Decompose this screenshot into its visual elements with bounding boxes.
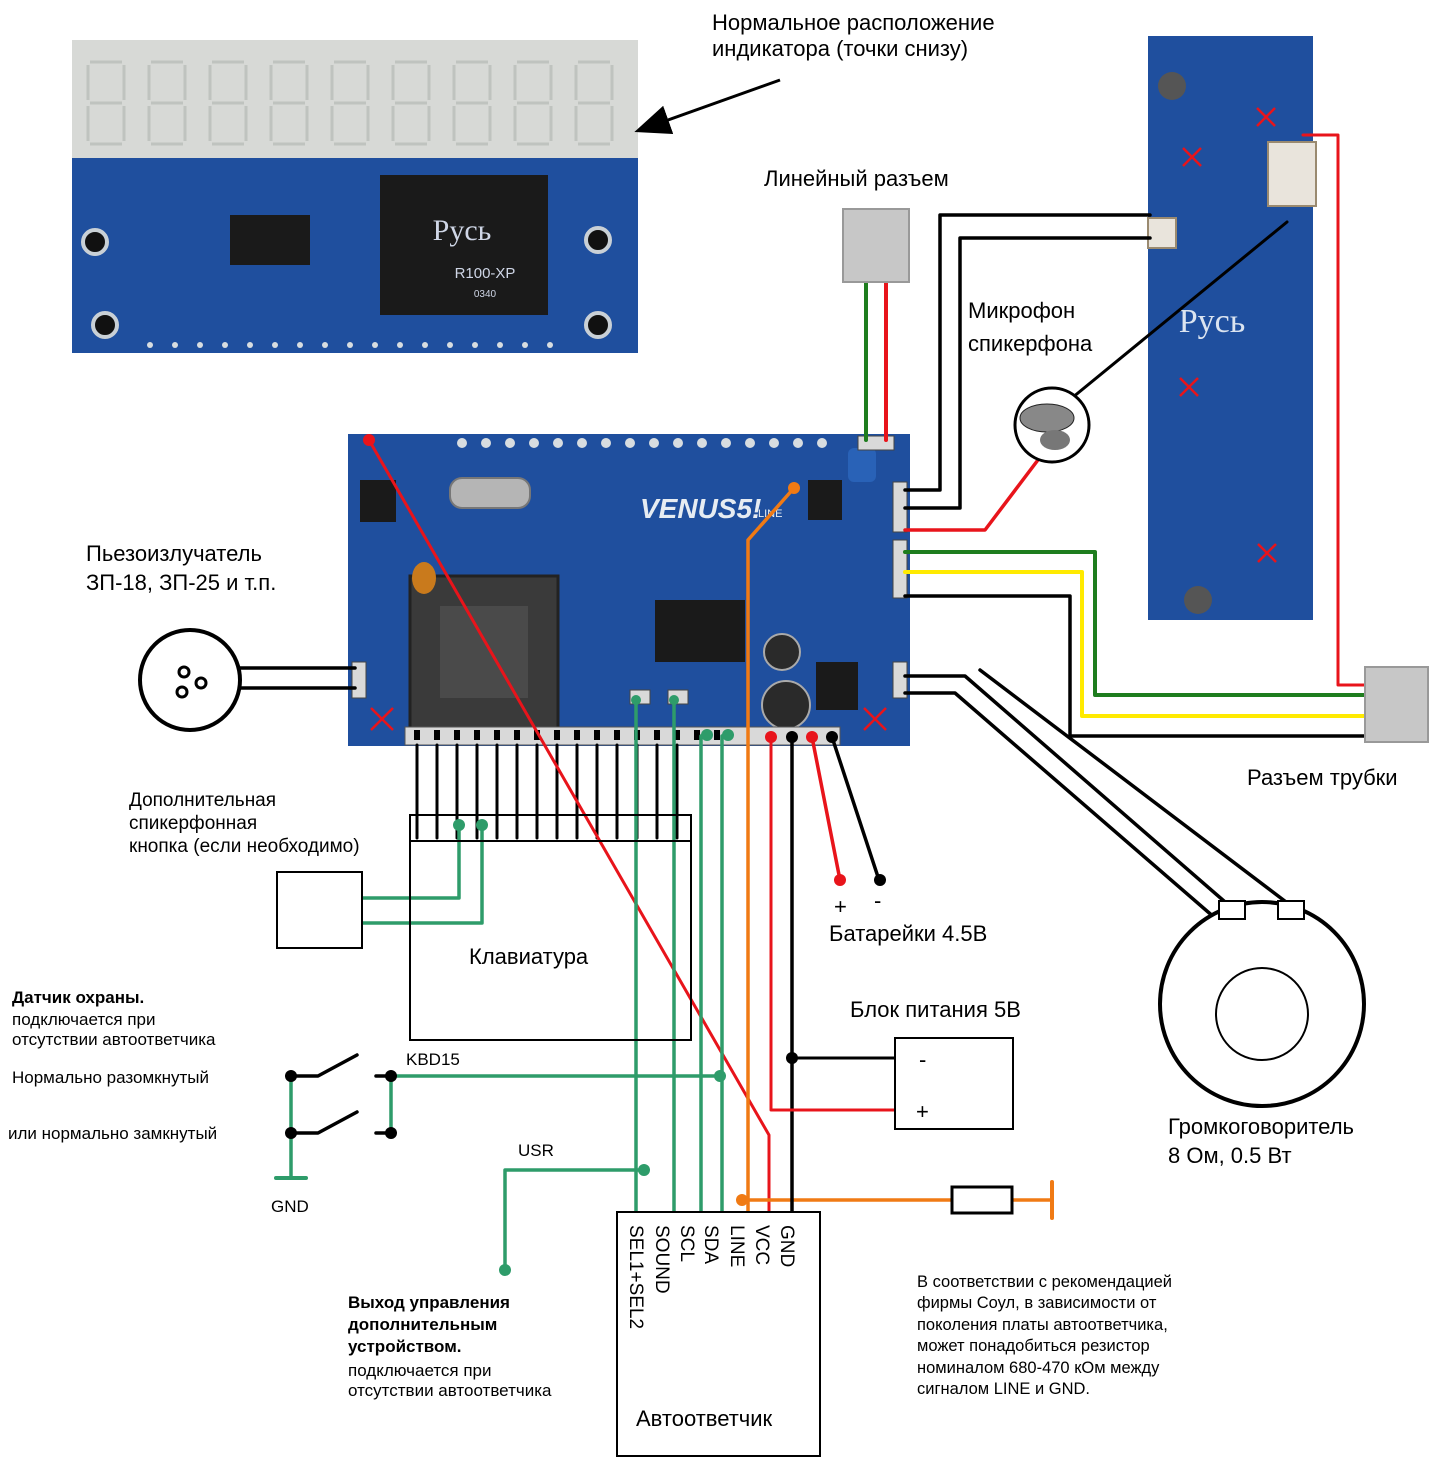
- pin-label-sel: SEL1+SEL2: [625, 1225, 646, 1329]
- wire-mic-red: [903, 446, 1049, 532]
- battery-label: Батарейки 4.5В: [829, 921, 988, 946]
- switch-nc: [289, 1110, 359, 1135]
- indicator-digits: [86, 60, 614, 146]
- wire-hook-gnd: [903, 236, 1152, 510]
- sensor-no-label: Нормально разомкнутый: [12, 1068, 209, 1087]
- handset-header: [1267, 141, 1317, 207]
- svg-text:R100-XP: R100-XP: [455, 265, 516, 282]
- battery-plus-sign: +: [834, 894, 847, 919]
- extra-button-label: Дополнительная спикерфонная кнопка (если…: [129, 790, 360, 857]
- sensor-subtitle: подключается при отсутствии автоответчик…: [12, 1010, 216, 1050]
- handset-connector-label: Разъем трубки: [1247, 765, 1398, 790]
- wire-battery-minus: [830, 735, 881, 882]
- wire-handset-red: [1301, 133, 1367, 687]
- capacitor-1: [763, 633, 801, 671]
- capacitor-2: [761, 680, 811, 730]
- crystal: [449, 477, 531, 509]
- speaker-label: Громкоговоритель 8 Ом, 0.5 Вт: [1168, 1114, 1354, 1168]
- main-board: VENUS5! LINE: [348, 434, 910, 746]
- pin-label-vcc: VCC: [751, 1225, 772, 1265]
- resistor-note: В соответствии с рекомендацией фирмы Соу…: [917, 1273, 1173, 1399]
- pin-label-scl: SCL: [676, 1225, 697, 1262]
- kbd15-label: KBD15: [406, 1050, 460, 1069]
- battery-minus-sign: -: [874, 888, 882, 913]
- microphone-label: Микрофон спикерфона: [968, 298, 1093, 356]
- psu-plus-sign: +: [916, 1099, 929, 1124]
- psu-minus-sign: -: [919, 1047, 927, 1072]
- sensor-nc-label: или нормально замкнутый: [8, 1124, 218, 1143]
- indicator-arrow: [634, 78, 781, 135]
- loudspeaker: [1158, 900, 1366, 1108]
- gnd-label: GND: [271, 1197, 309, 1216]
- wire-psu-plus: [769, 735, 897, 1112]
- piezo-buzzer: [138, 628, 242, 732]
- piezo-label: Пьезоизлучатель ЗП-18, ЗП-25 и т.п.: [86, 541, 277, 595]
- wire-line-orange: [746, 486, 796, 1224]
- resistor: [950, 1185, 1014, 1215]
- r100-xp-chip: [380, 175, 548, 315]
- driver-chip: [230, 215, 310, 265]
- microphone: [1013, 386, 1091, 464]
- wire-handset-black: [903, 594, 1367, 738]
- answering-machine: [616, 1211, 821, 1457]
- display-board: Русь R100-XP 0340: [72, 40, 638, 353]
- svg-text:0340: 0340: [474, 289, 497, 300]
- wire-handset-yellow: [903, 570, 1367, 718]
- keyboard-box: [409, 814, 692, 1041]
- wire-speaker-3: [978, 668, 1292, 907]
- wire-hook: [903, 213, 1152, 492]
- wire-button-1: [360, 823, 461, 900]
- psu-label: Блок питания 5В: [850, 997, 1021, 1022]
- usr-title: Выход управления дополнительным устройст…: [348, 1293, 510, 1357]
- answering-machine-pins: SEL1+SEL2 SOUND SCL SDA LINE VCC GND: [625, 1225, 797, 1329]
- wires: [238, 133, 1367, 1272]
- usr-label: USR: [518, 1141, 554, 1160]
- battery-plus-terminal: [834, 874, 846, 886]
- wire-handset-green: [903, 550, 1367, 697]
- wire-battery-plus: [810, 735, 842, 882]
- handset-connector: [1364, 666, 1429, 743]
- svg-text:Русь: Русь: [1179, 303, 1246, 340]
- ic-chip: [655, 600, 745, 662]
- handset-board: Русь: [1147, 36, 1317, 620]
- extra-speakerphone-button: [276, 871, 363, 949]
- pin-label-sound: SOUND: [651, 1225, 672, 1294]
- wire-speaker-1: [903, 674, 1234, 910]
- pin-label-line: LINE: [726, 1225, 747, 1267]
- junction-dots: [285, 434, 838, 1276]
- wire-usr: [503, 1168, 646, 1272]
- switch-no: [289, 1053, 359, 1078]
- answering-machine-label: Автоответчик: [636, 1406, 773, 1431]
- wire-vcc: [367, 438, 771, 1224]
- pin-label-gnd: GND: [776, 1225, 797, 1267]
- wire-button-2: [360, 823, 484, 925]
- svg-text:Русь: Русь: [433, 214, 492, 247]
- wire-speaker-2: [903, 691, 1217, 920]
- wire-mic-black: [1043, 220, 1289, 422]
- usr-subtitle: подключается при отсутствии автоответчик…: [348, 1361, 552, 1401]
- pin-label-sda: SDA: [700, 1225, 721, 1264]
- indicator-note: Нормальное расположение индикатора (точк…: [712, 10, 995, 62]
- line-connector-label: Линейный разъем: [764, 166, 949, 191]
- power-supply: [894, 1037, 1014, 1130]
- svg-text:VENUS5!: VENUS5!: [640, 493, 761, 524]
- keyboard-connector: [409, 814, 692, 842]
- hook-pins: [1147, 217, 1177, 249]
- sensor-title: Датчик охраны.: [12, 988, 145, 1007]
- seven-segment-indicator: [72, 40, 638, 158]
- battery-minus-terminal: [874, 874, 886, 886]
- line-connector: [842, 208, 910, 283]
- keyboard-label: Клавиатура: [469, 944, 589, 969]
